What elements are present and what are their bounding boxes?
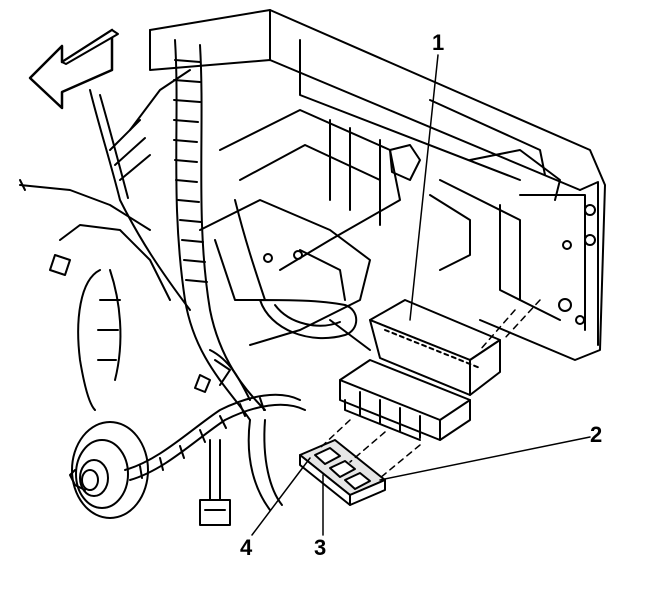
control-module xyxy=(339,299,501,441)
leader-line-2 xyxy=(379,436,591,481)
alignment-lines xyxy=(319,299,541,479)
connector-block xyxy=(299,439,386,506)
dash-carrier-frame xyxy=(149,9,606,361)
hvac-duct-assembly xyxy=(199,109,401,351)
leader-line-4 xyxy=(251,457,311,536)
lower-harness xyxy=(124,393,306,526)
leader-lines xyxy=(251,54,591,536)
harness-grommet xyxy=(69,421,149,519)
callout-3: 3 xyxy=(314,535,327,560)
leader-line-1 xyxy=(409,54,439,321)
wiring-harness xyxy=(19,39,266,421)
callout-2: 2 xyxy=(590,422,603,447)
arrow-left-icon xyxy=(28,28,119,110)
callout-1: 1 xyxy=(432,30,445,55)
callout-4: 4 xyxy=(240,535,253,560)
